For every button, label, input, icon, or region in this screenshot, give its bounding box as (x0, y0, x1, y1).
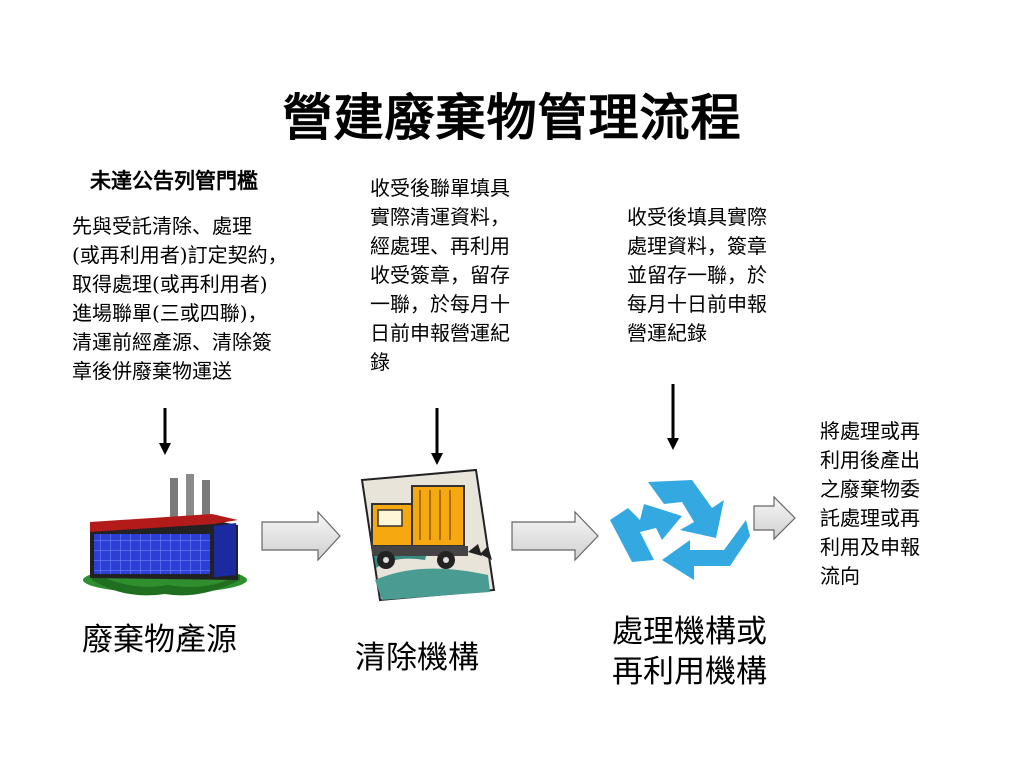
page-title: 營建廢棄物管理流程 (282, 88, 742, 147)
source-description: 先與受託清除、處理 (或再利用者)訂定契約， 取得處理(或再利用者) 進場聯單(… (72, 214, 288, 383)
final-description: 將處理或再 利用後產出 之廢棄物委 託處理或再 利用及申報 流向 (820, 419, 920, 588)
flow-arrow-1 (261, 510, 341, 562)
stage-label-treatment: 處理機構或 再利用機構 (612, 614, 767, 690)
stage-label-clearance: 清除機構 (355, 640, 479, 676)
recycle-icon (610, 480, 750, 580)
down-arrow-source (159, 408, 171, 455)
down-arrow-treatment (667, 384, 679, 450)
factory-icon (83, 474, 247, 596)
flow-arrow-3 (753, 495, 796, 541)
clearance-description: 收受後聯單填具 實際清運資料， 經處理、再利用 收受簽章，留存 一聯，於每月十 … (370, 176, 510, 374)
down-arrow-clearance (431, 408, 443, 465)
stage-label-source: 廢棄物產源 (82, 622, 237, 658)
flow-arrow-2 (511, 510, 599, 562)
threshold-label: 未達公告列管門檻 (90, 168, 258, 193)
garbage-truck-icon (360, 468, 496, 602)
treatment-description: 收受後填具實際 處理資料，簽章 並留存一聯，於 每月十日前申報 營運紀錄 (627, 205, 767, 345)
